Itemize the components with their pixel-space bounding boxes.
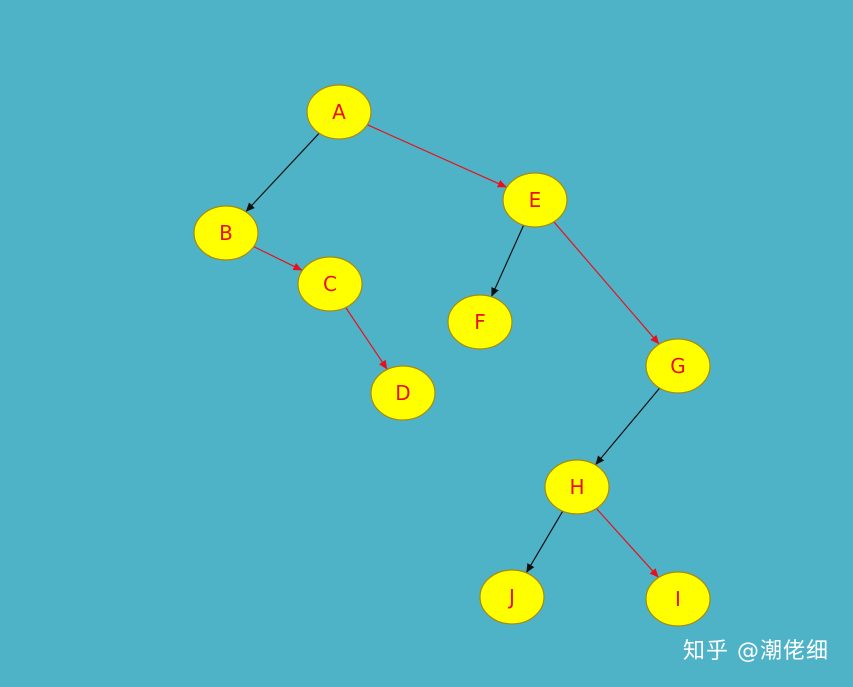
node-f-shape xyxy=(447,294,513,350)
node-g: G xyxy=(645,338,711,394)
edges-layer xyxy=(245,124,661,578)
node-j: J xyxy=(479,569,545,625)
nodes-layer: A B C D E F G H I J xyxy=(193,84,711,627)
node-c-shape xyxy=(297,256,363,312)
node-d-label: D xyxy=(395,381,410,405)
node-b-shape xyxy=(193,205,259,261)
node-i-shape xyxy=(645,571,711,627)
node-b-label: B xyxy=(219,221,233,245)
node-j-label: J xyxy=(507,585,515,609)
edge-h-j xyxy=(525,510,564,574)
node-a: A xyxy=(306,84,372,140)
node-e-label: E xyxy=(529,188,542,212)
node-e-shape xyxy=(502,172,568,228)
node-c: C xyxy=(297,256,363,312)
edge-a-e xyxy=(366,124,508,188)
node-h-shape xyxy=(544,459,610,515)
node-d-shape xyxy=(370,365,436,421)
node-b: B xyxy=(193,205,259,261)
node-h-label: H xyxy=(569,475,584,499)
node-h: H xyxy=(544,459,610,515)
node-f-label: F xyxy=(474,310,486,334)
node-a-shape xyxy=(306,84,372,140)
edge-e-f xyxy=(490,224,525,298)
node-g-shape xyxy=(645,338,711,394)
node-i: I xyxy=(645,571,711,627)
node-a-label: A xyxy=(332,100,346,124)
node-i-label: I xyxy=(675,587,681,611)
node-d: D xyxy=(370,365,436,421)
node-f: F xyxy=(447,294,513,350)
edge-g-h xyxy=(594,387,661,466)
node-c-label: C xyxy=(323,272,337,296)
edge-b-c xyxy=(253,246,303,271)
edge-h-i xyxy=(595,508,660,578)
edge-a-b xyxy=(245,132,320,213)
node-e: E xyxy=(502,172,568,228)
watermark: 知乎 @潮佬细 xyxy=(683,639,829,664)
edge-c-d xyxy=(345,307,388,370)
node-j-shape xyxy=(479,569,545,625)
node-g-label: G xyxy=(670,354,686,378)
edge-e-g xyxy=(553,221,660,345)
